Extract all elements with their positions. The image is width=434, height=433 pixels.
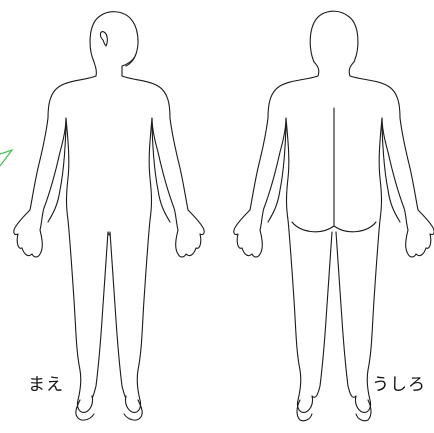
back-left-outline [234, 76, 318, 257]
front-head [90, 12, 138, 66]
pointer-marker [0, 150, 12, 166]
front-right-inner-leg [110, 232, 126, 397]
front-ear [100, 32, 107, 46]
front-right-inner-arm [152, 118, 170, 222]
front-view-figure [14, 12, 204, 420]
back-neck [314, 62, 354, 76]
back-left-inner-leg [312, 232, 332, 397]
front-left-inner-leg [92, 232, 108, 397]
back-left-torso [286, 118, 313, 412]
back-left-inner-arm [268, 118, 286, 222]
front-right-outline [122, 76, 204, 257]
front-jaw [122, 54, 136, 76]
front-view-label: まえ [28, 370, 64, 395]
back-right-torso [355, 118, 382, 412]
front-neck-left [94, 62, 96, 76]
back-right-inner-arm [382, 118, 400, 222]
back-right-outline [350, 76, 434, 257]
back-view-figure [234, 11, 434, 421]
back-right-inner-leg [336, 232, 356, 397]
front-left-inner-arm [48, 118, 66, 222]
back-view-label: うしろ [372, 370, 426, 395]
back-buttocks [292, 200, 376, 232]
front-left-outline [14, 76, 96, 257]
back-head [310, 11, 358, 62]
front-left-torso [66, 118, 93, 412]
front-right-torso [125, 118, 152, 412]
front-crotch [108, 232, 110, 235]
